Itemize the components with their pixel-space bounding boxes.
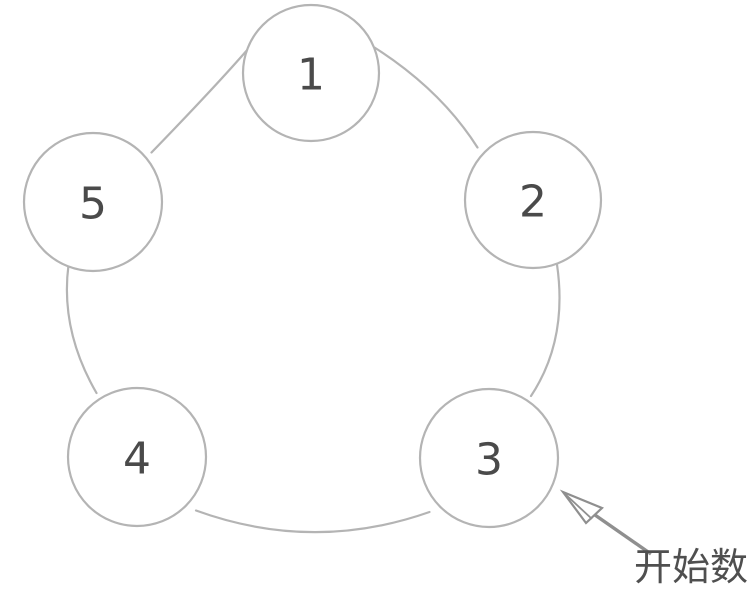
link-group [65,46,561,534]
node-1-circle[interactable] [241,3,381,143]
node-3[interactable]: 3 [418,387,560,529]
link-3-to-4 [194,509,431,534]
arrow-head-spine [563,492,593,520]
node-5-circle[interactable] [22,131,164,273]
node-1-label: 1 [297,50,325,101]
link-4-to-5 [65,263,98,395]
node-2[interactable]: 2 [463,130,603,270]
link-5-to-1 [150,47,250,154]
annotation-label: 开始数 [634,545,749,589]
node-group: 1 2 3 4 5 [22,3,603,529]
annotation-arrow [559,489,652,556]
node-3-label: 3 [475,435,503,486]
node-4[interactable]: 4 [66,386,208,528]
arrow-head-icon [559,489,605,525]
arrow-shaft [594,513,652,556]
link-1-to-2 [373,46,479,149]
node-5[interactable]: 5 [22,131,164,273]
node-1[interactable]: 1 [241,3,381,143]
node-4-label: 4 [123,434,151,485]
node-2-label: 2 [519,177,547,228]
node-5-label: 5 [79,179,107,230]
link-2-to-3 [529,263,561,398]
node-4-circle[interactable] [66,386,208,528]
node-3-circle[interactable] [418,387,560,529]
node-2-circle[interactable] [463,130,603,270]
